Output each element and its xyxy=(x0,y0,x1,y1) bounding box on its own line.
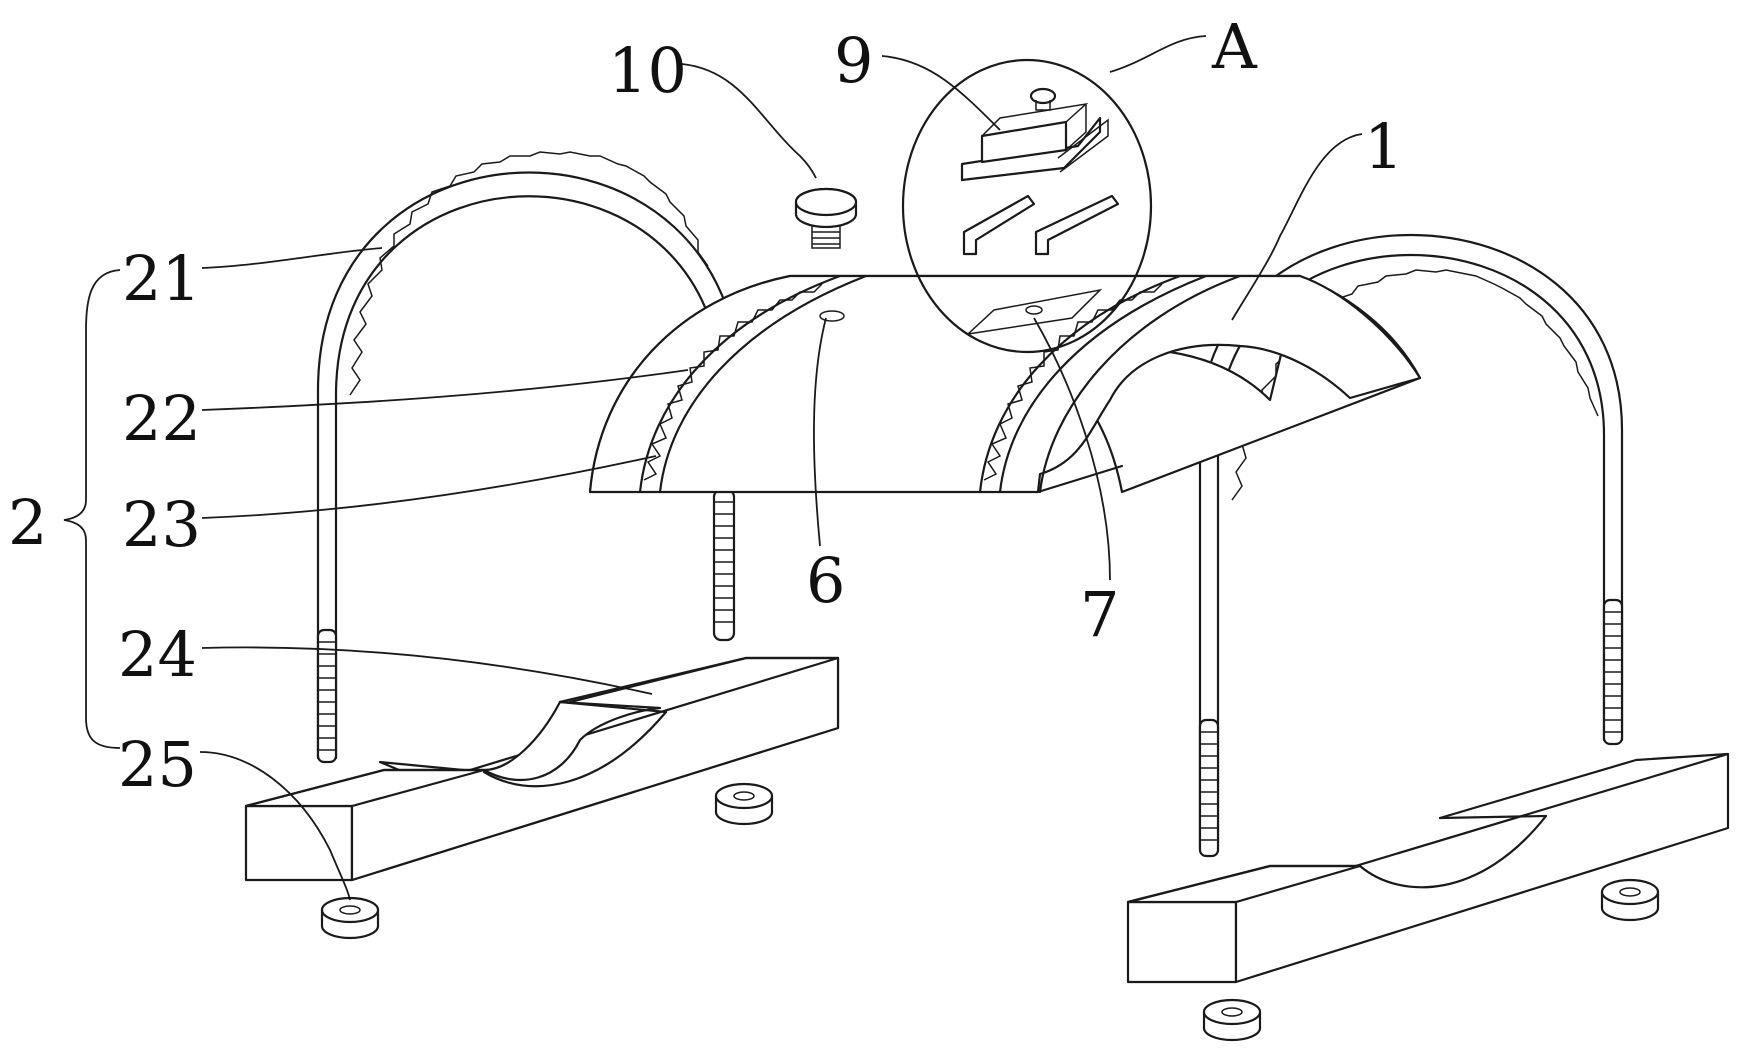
right-u-bolt xyxy=(1198,234,1624,858)
left-thread-a xyxy=(316,628,338,764)
reference-labels: 10 9 A 1 21 22 23 2 24 25 6 7 xyxy=(8,10,1403,801)
label-24: 24 xyxy=(118,618,197,691)
label-a: A xyxy=(1211,10,1258,83)
label-7: 7 xyxy=(1080,578,1119,651)
right-thread-b xyxy=(1602,598,1624,746)
left-u-bolt xyxy=(316,151,742,764)
right-thread-a xyxy=(1198,718,1220,858)
label-10: 10 xyxy=(608,34,687,107)
nut-back-left xyxy=(714,782,774,826)
nut-front-left xyxy=(320,896,380,940)
half-pipe-sleeve xyxy=(588,274,1422,494)
sleeve-right-teeth xyxy=(983,283,1163,481)
sleeve-left-teeth xyxy=(643,283,823,481)
label-9: 9 xyxy=(834,24,873,97)
nut-front-right xyxy=(1202,998,1262,1042)
left-thread-b xyxy=(712,488,736,642)
left-base-block xyxy=(244,656,840,882)
left-inner-teeth xyxy=(349,151,709,396)
label-25: 25 xyxy=(118,728,197,801)
label-21: 21 xyxy=(122,242,201,315)
nut-back-right xyxy=(1600,878,1660,922)
leader-lines xyxy=(63,35,1363,901)
detail-circle-a xyxy=(901,58,1153,354)
label-23: 23 xyxy=(122,488,201,561)
right-base-block xyxy=(1126,752,1730,984)
label-1: 1 xyxy=(1364,110,1403,183)
label-22: 22 xyxy=(122,382,201,455)
label-2: 2 xyxy=(8,486,47,559)
knob-10 xyxy=(794,187,858,249)
hole-6 xyxy=(819,310,845,322)
label-6: 6 xyxy=(806,544,845,617)
